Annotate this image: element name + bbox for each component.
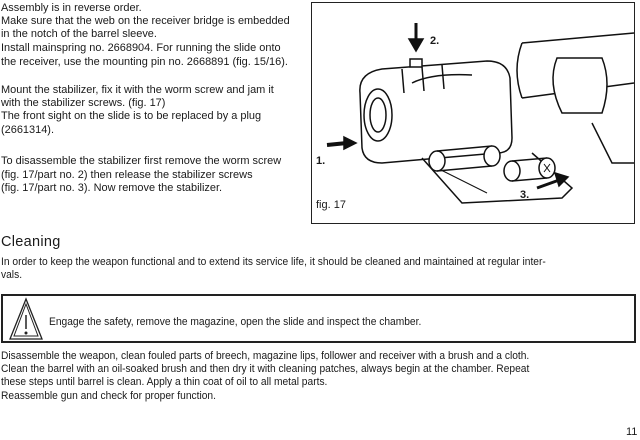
page-number: 11 — [626, 426, 638, 438]
text-line: Disassemble the weapon, clean fouled par… — [1, 350, 530, 362]
text-line: the receiver, use the mounting pin no. 2… — [1, 56, 288, 68]
text-line: (fig. 17/part no. 3). Now remove the sta… — [1, 182, 223, 194]
text-line: in the notch of the barrel sleeve. — [1, 28, 157, 40]
stabilizer-illustration — [326, 23, 635, 204]
figure-caption: fig. 17 — [316, 199, 346, 211]
text-line: Mount the stabilizer, fix it with the wo… — [1, 84, 274, 96]
text-line: In order to keep the weapon functional a… — [1, 256, 546, 268]
text-line: vals. — [1, 269, 23, 281]
text-line: (fig. 17/part no. 2) then release the st… — [1, 169, 253, 181]
text-line: with the stabilizer screws. (fig. 17) — [1, 97, 166, 109]
text-line: Clean the barrel with an oil-soaked brus… — [1, 363, 530, 375]
text-line: To disassemble the stabilizer first remo… — [1, 155, 282, 167]
label-part-1: 1. — [316, 155, 326, 167]
label-part-3: 3. — [520, 189, 530, 201]
warning-text: Engage the safety, remove the magazine, … — [49, 316, 422, 328]
text-line: Make sure that the web on the receiver b… — [1, 15, 290, 27]
figure-17: 2. 1. 3. fig. 17 — [311, 2, 635, 224]
text-line: The front sight on the slide is to be re… — [1, 110, 262, 122]
text-line: (2661314). — [1, 124, 55, 136]
text-line: these steps until barrel is clean. Apply… — [1, 376, 328, 388]
text-line: Reassemble gun and check for proper func… — [1, 390, 216, 402]
warning-box: Engage the safety, remove the magazine, … — [1, 294, 636, 343]
label-part-2: 2. — [430, 35, 440, 47]
text-line: Install mainspring no. 2668904. For runn… — [1, 42, 281, 54]
text-line: Assembly is in reverse order. — [1, 2, 142, 14]
section-heading-cleaning: Cleaning — [1, 234, 61, 250]
warning-triangle-icon — [9, 297, 43, 340]
